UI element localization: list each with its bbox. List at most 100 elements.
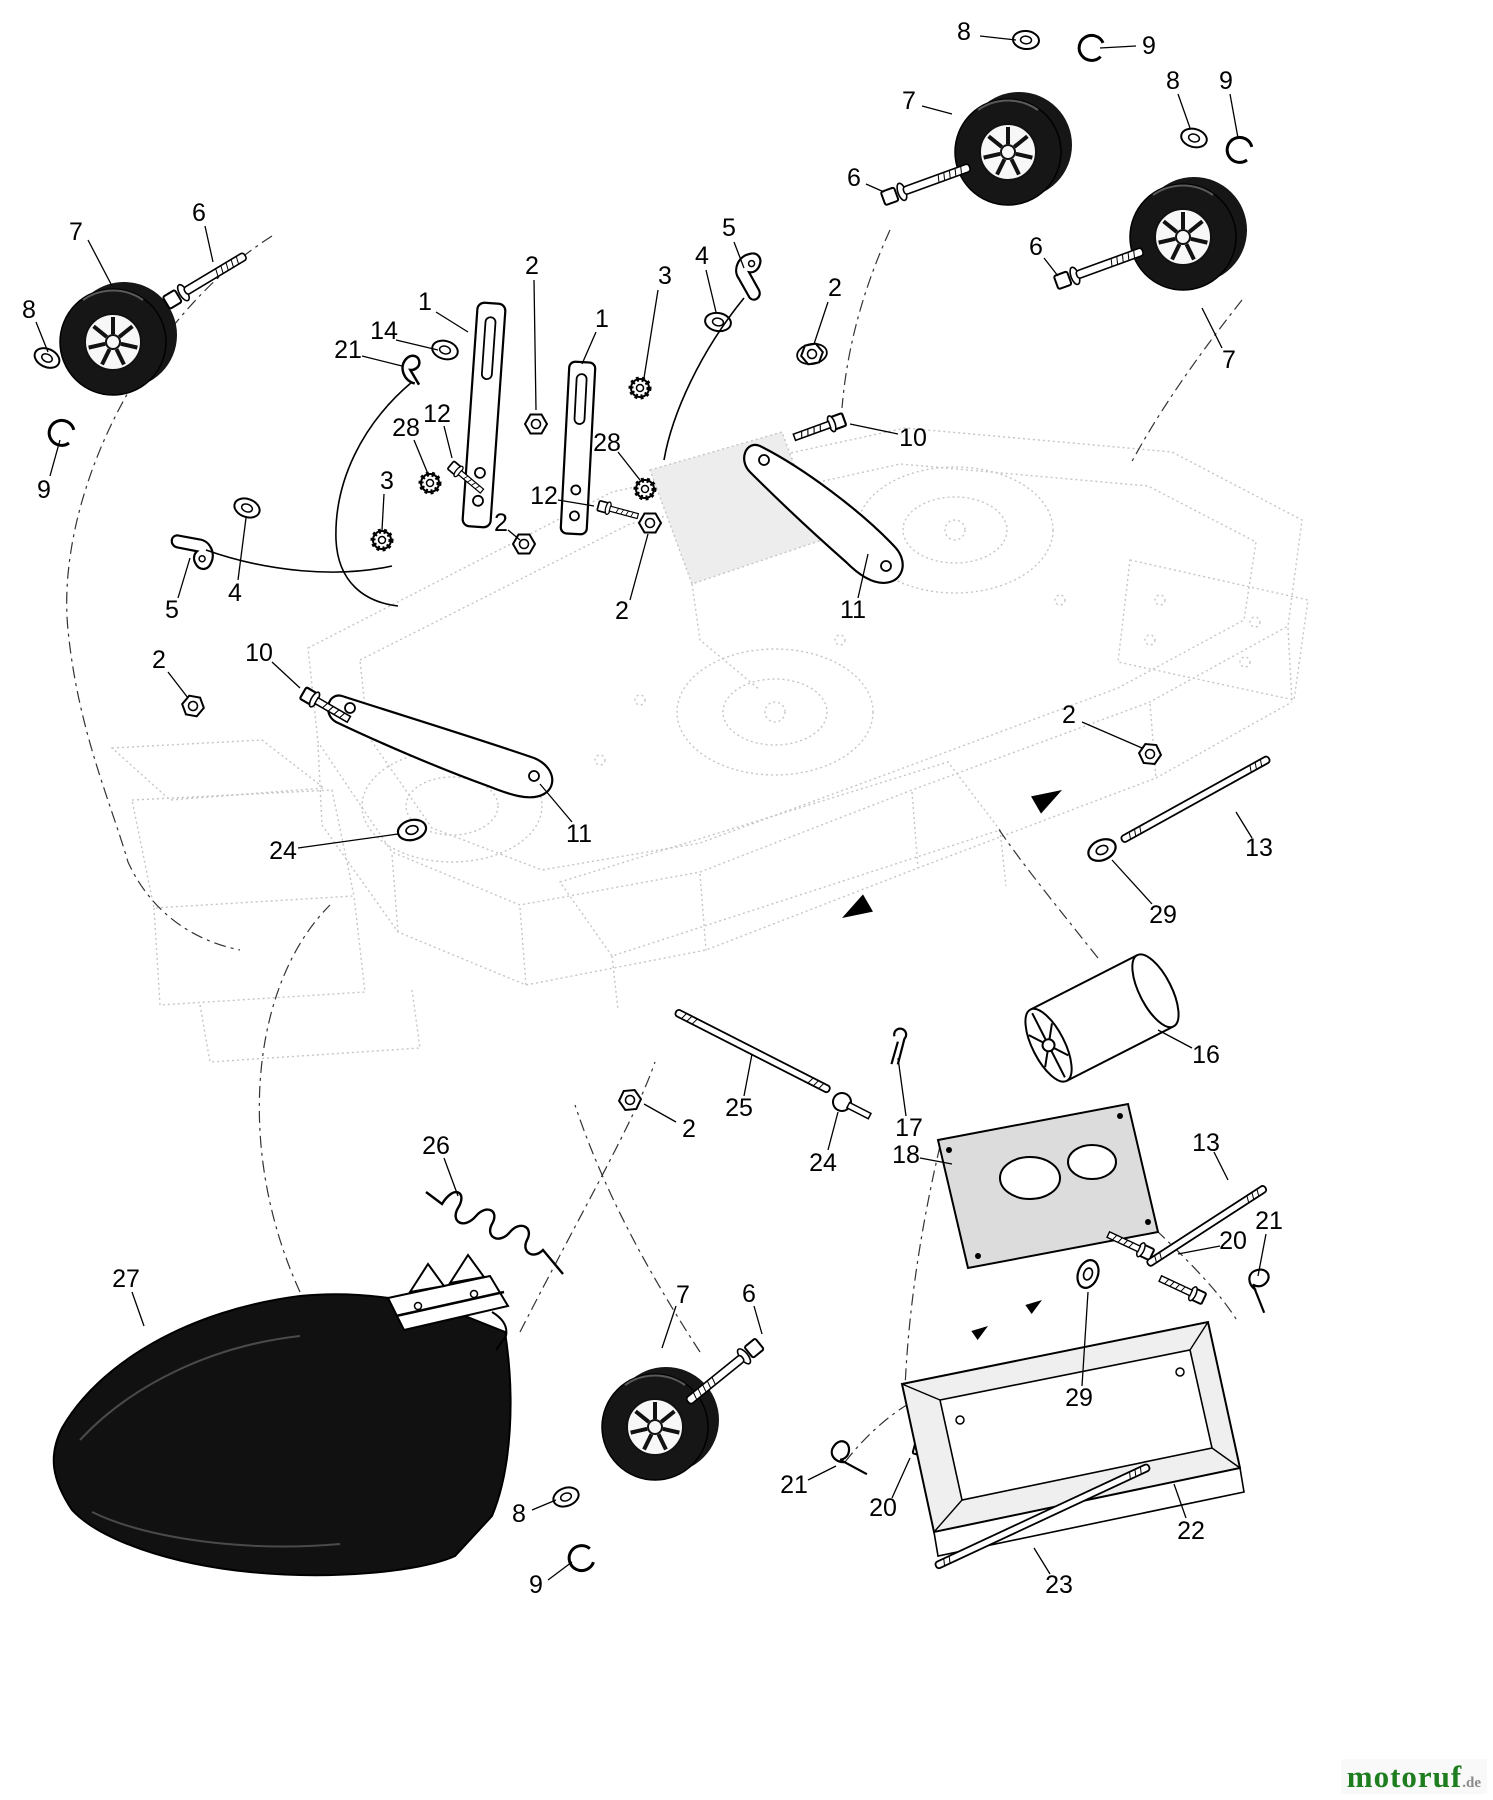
washer-4-left xyxy=(230,494,264,522)
callout-leader-line xyxy=(1229,93,1239,139)
gauge-wheel-rear-right-a xyxy=(953,90,1074,207)
callout-leader-line xyxy=(857,553,869,599)
callout-number: 4 xyxy=(228,579,242,607)
nut-2-right-mid xyxy=(1137,742,1163,766)
axle-bolt-bottom xyxy=(681,1335,767,1410)
callout-number: 7 xyxy=(69,218,83,246)
callout-leader-line xyxy=(1043,257,1059,277)
callout-leader-line xyxy=(1111,859,1153,905)
callout-leader-line xyxy=(643,289,659,379)
flange-nut-2-right xyxy=(795,342,828,367)
callout-leader-line xyxy=(921,105,953,115)
callout-leader-line xyxy=(443,1157,459,1197)
phantom-assembly-lines xyxy=(66,229,1243,1463)
callout-number: 7 xyxy=(902,87,916,115)
callout-leader-line xyxy=(733,241,745,269)
ering-rear-b xyxy=(1222,132,1256,167)
roller-16 xyxy=(1024,953,1180,1083)
callout-leader-line xyxy=(49,439,61,477)
torsion-spring-26 xyxy=(425,1191,564,1275)
callout-number: 20 xyxy=(1219,1227,1247,1255)
hanger-arm-left xyxy=(326,694,554,799)
nut-2-mid-b xyxy=(638,512,662,534)
callout-leader-line xyxy=(1081,1291,1089,1387)
callout-number: 28 xyxy=(593,429,621,457)
ering-bottom xyxy=(564,1541,597,1575)
callout-leader-line xyxy=(1157,1029,1193,1049)
callout-number: 6 xyxy=(192,199,206,227)
star-washer-3-top xyxy=(631,379,649,397)
callout-number: 8 xyxy=(512,1500,526,1528)
callout-number: 3 xyxy=(658,262,672,290)
direction-arrow-assembly-a xyxy=(971,1321,992,1340)
callout-leader-line xyxy=(813,301,829,345)
callout-number: 12 xyxy=(423,400,451,428)
callout-leader-line xyxy=(35,321,49,353)
gauge-wheel-front-left xyxy=(58,280,179,397)
callout-number: 7 xyxy=(1222,346,1236,374)
callout-leader-line xyxy=(507,529,521,541)
watermark-brand: motoruf xyxy=(1346,1759,1463,1794)
washer-bottom xyxy=(549,1483,583,1511)
star-washer-28-right xyxy=(636,480,654,498)
bolt-10-top xyxy=(790,410,848,447)
callout-number: 4 xyxy=(695,242,709,270)
callout-number: 1 xyxy=(595,305,609,333)
callout-number: 9 xyxy=(529,1571,543,1599)
callout-leader-line xyxy=(361,355,403,367)
callout-leader-line xyxy=(1201,307,1223,349)
callout-leader-line xyxy=(1213,1151,1229,1181)
callout-number: 9 xyxy=(37,476,51,504)
callout-leader-line xyxy=(87,239,113,287)
adjust-lever-5-top xyxy=(730,249,768,302)
callout-leader-line xyxy=(979,35,1017,41)
callout-leader-line xyxy=(753,1305,763,1335)
callout-leader-line xyxy=(271,661,301,689)
callout-number: 2 xyxy=(828,274,842,302)
washer-rear-a xyxy=(1011,28,1041,52)
callout-number: 6 xyxy=(847,164,861,192)
direction-arrow-assembly-b xyxy=(1025,1295,1046,1314)
callout-leader-line xyxy=(1081,721,1143,749)
nut-2-strap xyxy=(524,413,548,435)
callout-leader-line xyxy=(533,279,537,411)
callout-number: 23 xyxy=(1045,1571,1073,1599)
callout-number: 20 xyxy=(869,1494,897,1522)
callout-number: 24 xyxy=(809,1149,837,1177)
callout-leader-line xyxy=(891,1457,911,1499)
callout-leader-line xyxy=(547,1561,573,1581)
callout-leader-line xyxy=(1177,1245,1221,1255)
callout-leader-line xyxy=(1177,93,1191,129)
washer-14 xyxy=(429,336,461,364)
callout-number: 10 xyxy=(245,639,273,667)
gauge-wheel-bottom xyxy=(600,1365,721,1482)
callout-leader-line xyxy=(435,311,469,333)
callout-leader-line xyxy=(381,493,385,531)
callout-leader-line xyxy=(1173,1483,1187,1519)
direction-arrow-right xyxy=(1031,781,1067,814)
watermark: motoruf.de xyxy=(1340,1759,1487,1794)
callout-number: 8 xyxy=(957,18,971,46)
callout-number: 5 xyxy=(165,596,179,624)
callout-number: 21 xyxy=(1255,1207,1283,1235)
callout-number: 2 xyxy=(682,1115,696,1143)
star-washer-28-left xyxy=(421,474,439,492)
callout-number: 9 xyxy=(1142,32,1156,60)
ering-front-left xyxy=(44,415,78,450)
axle-bolt-front-left xyxy=(160,246,251,312)
rod-13-upper xyxy=(1120,755,1271,843)
hanger-arm-right xyxy=(743,443,904,584)
callout-number: 5 xyxy=(722,214,736,242)
callout-number: 27 xyxy=(112,1265,140,1293)
callout-leader-line xyxy=(177,557,191,599)
adjuster-frame-22 xyxy=(900,1320,1245,1557)
callout-number: 6 xyxy=(742,1280,756,1308)
callout-leader-line xyxy=(531,1499,557,1511)
callout-leader-line xyxy=(743,1053,753,1097)
deflector-hinge-bracket xyxy=(386,1253,510,1351)
callout-number: 1 xyxy=(418,288,432,316)
callout-number: 28 xyxy=(392,414,420,442)
washer-rear-b xyxy=(1178,124,1210,152)
bolt-12-right xyxy=(595,498,641,524)
